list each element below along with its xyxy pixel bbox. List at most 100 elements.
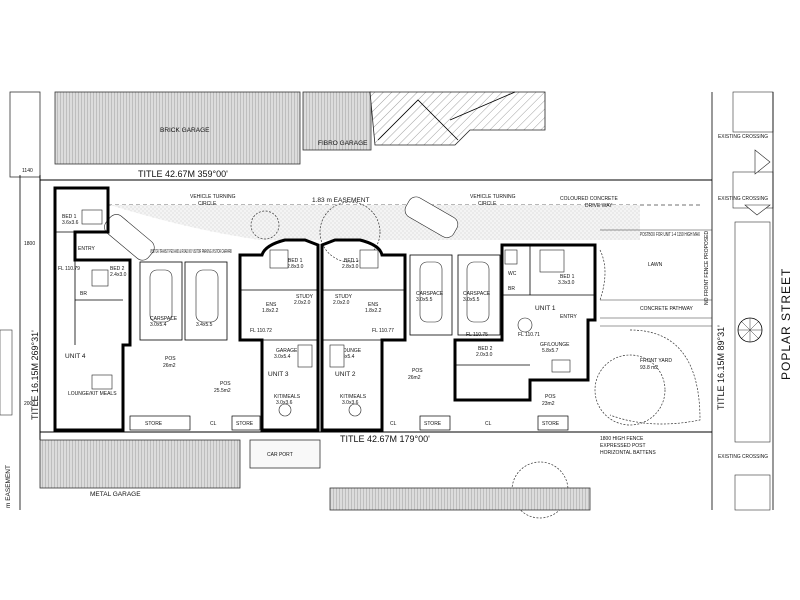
carspace-1-dim: 3.0x5.4 (150, 322, 167, 328)
lawn-label: LAWN (648, 262, 663, 268)
u1-gf-lounge: GF/LOUNGE (540, 342, 570, 348)
neighbour-building-top-left (9, 91, 41, 178)
u2-kit: KIT/MEALS (340, 394, 367, 400)
cl-1: CL (210, 421, 217, 427)
easement-top-label: 1.83 m EASEMENT (312, 197, 369, 204)
existing-crossing-1: EXISTING CROSSING (718, 134, 768, 140)
fence-note: 1800 HIGH FENCE EXPRESSED POST HORIZONTA… (600, 436, 656, 456)
carspace-left: CARSPACE 3.0x5.4 3.4x5.5 VISITOR TRANSIT… (139, 249, 232, 341)
store-2: STORE (236, 421, 254, 427)
u2-lounge: LOUNGE (340, 348, 362, 354)
unit-4: BED 1 3.6x3.6 ENTRY BED 2 2.4x3.0 FL 110… (53, 186, 132, 432)
vehicle-turning-label-1: VEHICLE TURNING (190, 194, 236, 200)
u3-garage: GARAGE (276, 348, 298, 354)
u3-study: STUDY (296, 294, 314, 300)
store-row: STORE STORE STORE STORE CL CL CL (129, 415, 569, 431)
u1-fl: FL 110.71 (518, 332, 540, 338)
visitor-note: VISITOR TRANSIT PED AND & ROAD NO VISITO… (150, 249, 232, 255)
neighbour-brick-garage: BRICK GARAGE (54, 91, 301, 165)
postbox-note: POSTBOX FOR UNIT 1-4 1150 HIGH MAX (640, 232, 700, 238)
existing-crossing-3: EXISTING CROSSING (718, 454, 768, 460)
existing-crossing-2: EXISTING CROSSING (718, 196, 768, 202)
u4-unit-label: UNIT 4 (65, 353, 86, 360)
u2-pos-area: 26m2 (408, 375, 421, 381)
neighbour-fibro-garage: FIBRO GARAGE (302, 91, 372, 151)
title-left: TITLE 16.15M 269°31' (30, 330, 40, 420)
vehicle-turning-circle-2: CIRCLE (478, 201, 497, 207)
car-port-label: CAR PORT (267, 452, 293, 458)
u4-fl: FL 110.79 (58, 266, 80, 272)
drive-way-label: DRIVE WAY (585, 203, 613, 209)
cl-3: CL (485, 421, 492, 427)
u3-bed1-dim: 2.8x3.0 (287, 264, 304, 270)
u1-unit-label: UNIT 1 (535, 305, 556, 312)
front-yard-area: LAWN CONCRETE PATHWAY FRONT YARD 93.8 m2… (599, 229, 713, 425)
u3-ens: ENS (266, 302, 277, 308)
store-1: STORE (145, 421, 163, 427)
u2-pos-label: POS (412, 368, 423, 374)
concrete-pathway-label: CONCRETE PATHWAY (640, 306, 694, 312)
unit-2: BED 1 2.8x3.0 STUDY 2.0x2.0 ENS 1.8x2.2 … (320, 238, 407, 432)
u3-unit-label: UNIT 3 (268, 371, 289, 378)
carspace-right: CARSPACE 3.0x5.5 CARSPACE 3.0x5.5 (409, 254, 501, 336)
car-turning-right (404, 196, 459, 238)
u4-entry: ENTRY (78, 246, 96, 252)
u3-ens-dim: 1.8x2.2 (262, 308, 279, 314)
dim-2000: 2000 (24, 401, 35, 407)
poplar-street: POPLAR STREET EXISTING CROSSING EXISTING… (718, 134, 793, 511)
u2-fl: FL 110.77 (372, 328, 394, 334)
u1-pos-label: POS (545, 394, 556, 400)
no-front-fence-note: NO FRONT FENCE PROPOSED (704, 231, 710, 305)
fence-note-3: HORIZONTAL BATTENS (600, 450, 656, 456)
easement-left-label: m EASEMENT (5, 465, 12, 508)
dim-1140: 1140 (22, 168, 33, 174)
u1-bed1: BED 1 (560, 274, 575, 280)
u4-bed1-dim: 3.6x3.6 (62, 220, 79, 226)
title-right: TITLE 16.15M 89°31' (716, 325, 726, 410)
store-3: STORE (424, 421, 442, 427)
coloured-concrete-label: COLOURED CONCRETE (560, 196, 618, 202)
u2-ens: ENS (368, 302, 379, 308)
u1-gf-lounge-dim: 5.8x5.7 (542, 348, 559, 354)
u2-lounge-dim: 3.3x5.4 (338, 354, 355, 360)
u4-bed2-dim: 2.4x3.0 (110, 272, 127, 278)
dim-1800: 1800 (24, 241, 35, 247)
driveway-area: COLOURED CONCRETE DRIVE WAY VEHICLE TURN… (110, 194, 640, 240)
u2-kit-dim: 3.0x3.6 (342, 400, 359, 406)
neighbour-car-port: CAR PORT (249, 439, 321, 469)
neighbour-metal-garage: METAL GARAGE (39, 439, 241, 498)
u1-bed1-dim: 3.3x3.0 (558, 280, 575, 286)
neighbour-house-roof (369, 91, 546, 146)
title-bottom: TITLE 42.67M 179°00' (340, 434, 430, 444)
u3-fl: FL 110.72 (250, 328, 272, 334)
u1-bed2-dim: 2.0x3.0 (476, 352, 493, 358)
title-top: TITLE 42.67M 359°00' (138, 169, 228, 179)
u3-pos-label: POS (220, 381, 231, 387)
fence-note-2: EXPRESSED POST (600, 443, 646, 449)
u3-garage-dim: 3.0x5.4 (274, 354, 291, 360)
u3-kit: KIT/MEALS (274, 394, 301, 400)
u3-study-dim: 2.0x2.0 (294, 300, 311, 306)
u1-entry: ENTRY (560, 314, 578, 320)
u2-study: STUDY (335, 294, 353, 300)
poplar-street-label: POPLAR STREET (779, 268, 793, 380)
u4-pos-label: POS (165, 356, 176, 362)
u3-kit-dim: 3.0x3.6 (276, 400, 293, 406)
carspace-2-dim: 3.4x5.5 (196, 322, 213, 328)
u1-bed2: BED 2 (478, 346, 493, 352)
fibro-garage-label: FIBRO GARAGE (318, 140, 368, 147)
front-yard-area-label: 93.8 m2 (640, 365, 658, 371)
u4-bed2-label: BED 2 (110, 266, 125, 272)
vehicle-turning-label-2: VEHICLE TURNING (470, 194, 516, 200)
brick-garage-label: BRICK GARAGE (160, 127, 210, 134)
u3-pos-area: 25.5m2 (214, 388, 231, 394)
vehicle-turning-circle-1: CIRCLE (198, 201, 217, 207)
carspace-3-dim: 3.0x5.5 (416, 297, 433, 303)
carspace-4-dim: 3.0x5.5 (463, 297, 480, 303)
neighbour-bottom-building (329, 487, 591, 511)
unit-1: BED 1 3.3x3.0 WC BR ENTRY FL 110.71 UNIT… (453, 243, 597, 402)
u4-br: BR (80, 291, 87, 297)
carspace-1-label: CARSPACE (150, 316, 178, 322)
u2-bed1: BED 1 (344, 258, 359, 264)
